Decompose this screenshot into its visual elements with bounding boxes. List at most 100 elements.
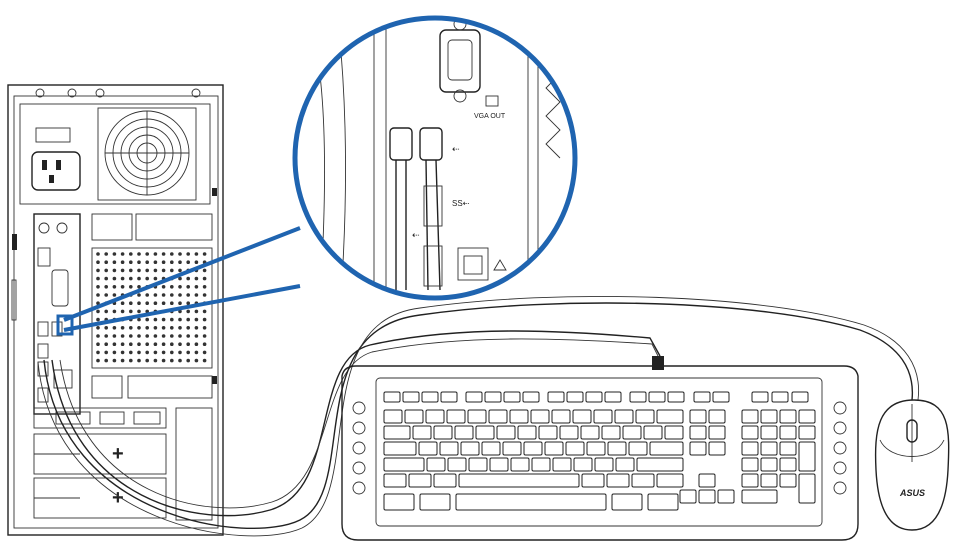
vent-hole	[202, 252, 207, 256]
keyboard-key	[565, 441, 585, 456]
vent-hole	[129, 309, 133, 314]
vent-hole	[120, 334, 125, 338]
vga-out-label: VGA OUT	[474, 113, 506, 120]
vent-hole	[96, 293, 100, 297]
keyboard-key	[779, 473, 797, 488]
keyboard-key	[447, 457, 467, 472]
usb-label-top: ⇠	[452, 144, 460, 154]
keyboard-key	[412, 425, 432, 440]
vent-hole	[129, 358, 133, 363]
vga-port-zoom-icon	[439, 18, 481, 103]
vent-hole	[120, 252, 125, 256]
keyboard-key	[631, 473, 655, 488]
mouse-brand-logo: ASUS	[899, 488, 925, 498]
vent-hole	[96, 350, 100, 355]
vent-hole	[202, 309, 207, 314]
vent-hole	[186, 285, 190, 289]
keyboard-key	[607, 441, 627, 456]
media-button-right	[833, 481, 847, 495]
keyboard-key	[496, 425, 516, 440]
vent-hole	[153, 268, 158, 273]
keyboard-key	[538, 425, 558, 440]
vent-hole	[137, 293, 141, 297]
vent-hole	[112, 293, 117, 297]
keyboard-key	[552, 457, 572, 472]
keyboard-keys	[383, 391, 816, 511]
keyboard-key	[383, 391, 401, 403]
vent-hole	[194, 342, 199, 347]
vent-hole	[161, 252, 166, 256]
vent-hole	[178, 260, 182, 265]
keyboard-key	[566, 391, 584, 403]
vent-hole	[96, 301, 100, 306]
vent-hole	[96, 334, 100, 338]
keyboard-key	[446, 409, 466, 424]
vent-hole	[194, 350, 199, 355]
keyboard-key	[468, 457, 488, 472]
keyboard-key	[693, 391, 711, 403]
audio-port-icon	[56, 222, 68, 234]
keyboard-key	[593, 409, 613, 424]
vent-hole	[186, 350, 190, 355]
vent-hole	[137, 276, 141, 281]
vent-hole	[170, 317, 174, 322]
vent-hole	[202, 276, 207, 281]
vent-hole	[186, 334, 190, 338]
vent-hole	[96, 309, 100, 314]
usb-port-icon	[37, 321, 49, 337]
callout-line-bottom	[63, 284, 301, 332]
keyboard-key	[402, 391, 420, 403]
keyboard-key	[779, 457, 797, 472]
vent-hole	[161, 334, 166, 338]
keyboard-key	[404, 409, 424, 424]
vent-hole	[120, 276, 125, 281]
vent-hole	[170, 285, 174, 289]
vent-hole	[153, 276, 158, 281]
keyboard-key	[547, 391, 565, 403]
vent-hole	[145, 317, 149, 322]
vent-hole	[120, 350, 125, 355]
keyboard-key	[656, 473, 684, 488]
vga-port-icon	[51, 269, 69, 307]
vent-hole	[194, 252, 199, 256]
vent-hole	[178, 350, 182, 355]
vent-hole	[120, 285, 125, 289]
vent-hole	[161, 260, 166, 265]
vent-hole	[170, 293, 174, 297]
keyboard-key	[433, 473, 457, 488]
vent-hole	[202, 293, 207, 297]
vent-hole	[161, 358, 166, 363]
keyboard-key	[601, 425, 621, 440]
power-socket-icon	[31, 151, 81, 191]
keyboard-key	[798, 441, 816, 472]
keyboard-key	[771, 391, 789, 403]
vent-hole	[120, 268, 125, 273]
vent-hole	[153, 326, 158, 330]
vent-hole	[186, 301, 190, 306]
power-supply	[19, 103, 211, 205]
vent-hole	[178, 301, 182, 306]
vent-hole	[145, 350, 149, 355]
keyboard-key	[741, 473, 759, 488]
vent-hole	[186, 309, 190, 314]
vent-hole	[202, 285, 207, 289]
usb-plugs	[389, 127, 443, 291]
vent-hole	[153, 342, 158, 347]
keyboard-key	[760, 441, 778, 456]
vent-hole	[170, 350, 174, 355]
keyboard-key	[649, 441, 684, 456]
keyboard-key	[751, 391, 769, 403]
vent-hole	[129, 260, 133, 265]
vent-hole	[104, 252, 108, 256]
keyboard-key	[481, 441, 501, 456]
keyboard-key	[488, 409, 508, 424]
keyboard-key	[708, 441, 726, 456]
scroll-wheel-icon	[906, 419, 918, 443]
vent-hole	[104, 350, 108, 355]
keyboard-key	[531, 457, 551, 472]
keyboard-key	[760, 457, 778, 472]
vent-hole	[104, 260, 108, 265]
keyboard-key	[708, 409, 726, 424]
vent-hole	[112, 334, 117, 338]
